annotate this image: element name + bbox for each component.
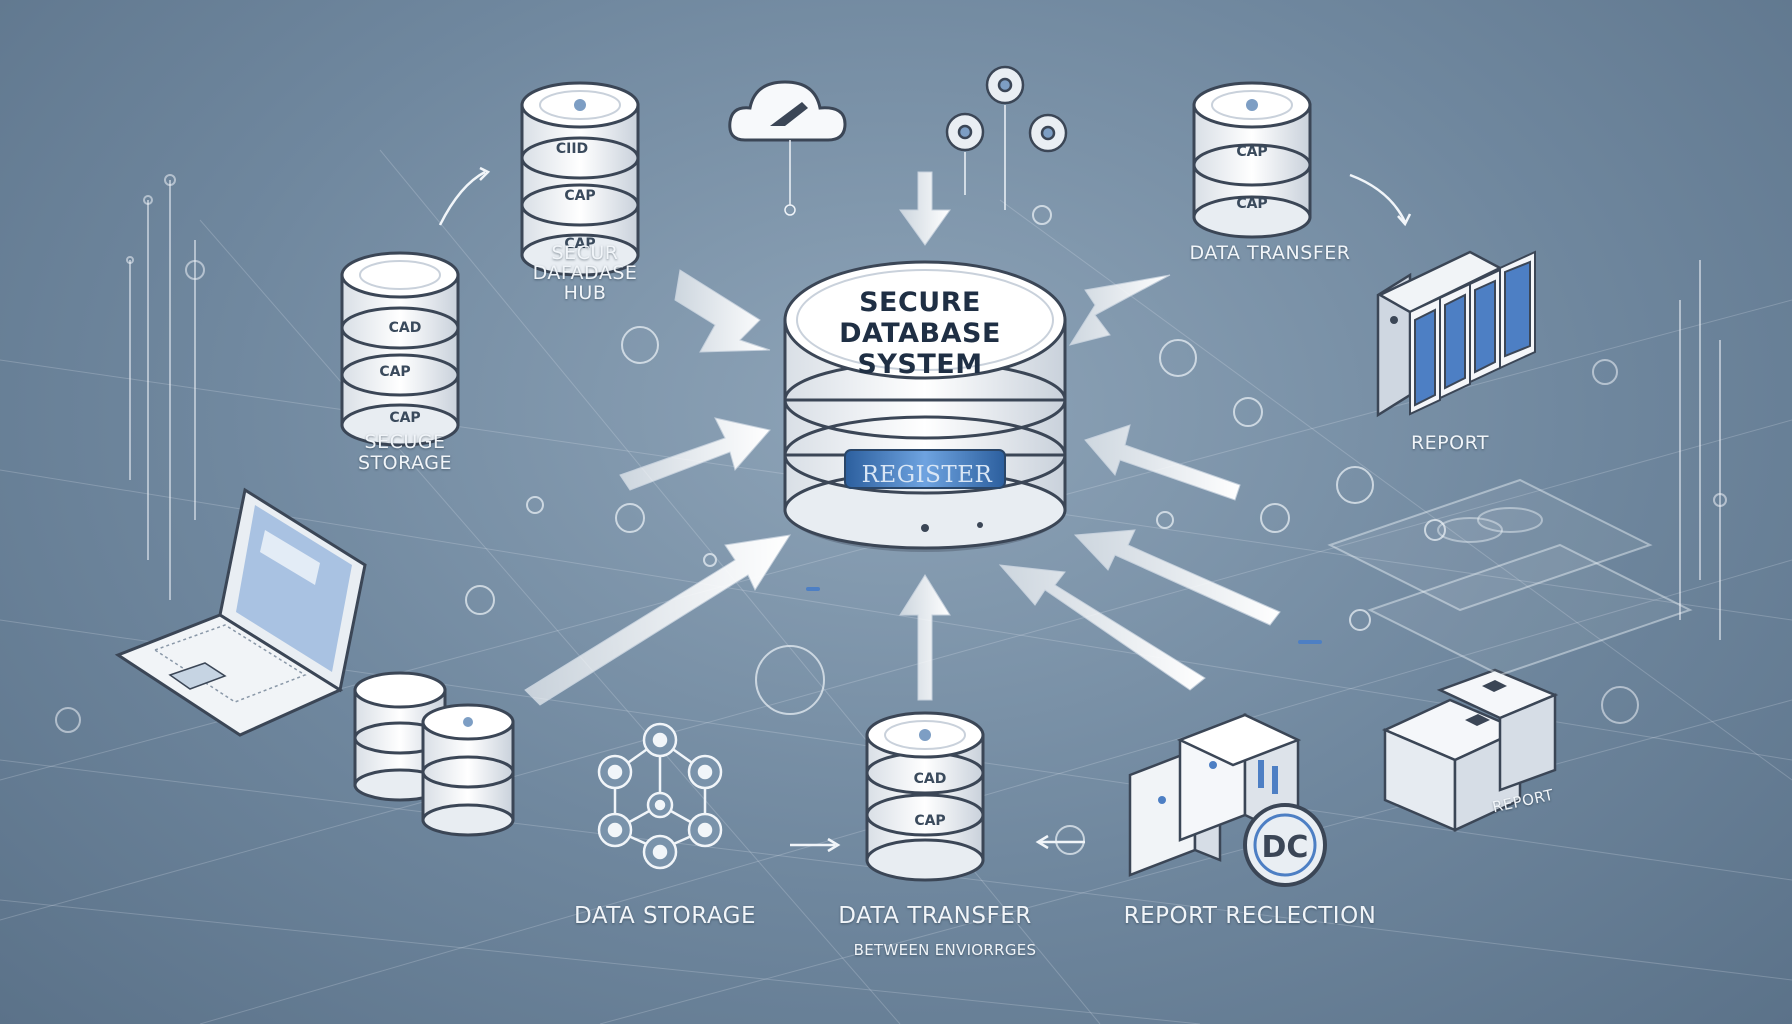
arrow-from-transfer-bottom xyxy=(899,574,951,701)
label-secure-hub: SECUR DAFADASE HUB xyxy=(532,242,638,304)
cylinder-top-left[interactable]: CIID CAP CAP xyxy=(520,81,640,277)
label-report-reflection: REPORT RECLECTION xyxy=(1123,903,1377,929)
decorative-nodes xyxy=(465,205,1446,855)
svg-text:CAP: CAP xyxy=(389,410,420,426)
svg-text:CAP: CAP xyxy=(1236,144,1267,160)
cylinder-pair-bottom-left[interactable] xyxy=(353,671,515,837)
cylinder-bottom-center[interactable]: CAD CAP xyxy=(865,711,985,882)
arrow-from-transfer-top xyxy=(1068,274,1171,346)
register-band xyxy=(844,449,1006,489)
central-database-title: SECURE DATABASE SYSTEM xyxy=(839,287,1001,380)
gear-icon xyxy=(945,65,1068,210)
accent-dashes xyxy=(806,587,1322,644)
central-database[interactable] xyxy=(783,260,1067,552)
cloud-icon xyxy=(728,80,847,216)
label-data-transfer-top: DATA TRANSFER xyxy=(1189,242,1351,264)
network-icon xyxy=(597,722,723,870)
label-data-storage: DATA STORAGE xyxy=(573,903,757,929)
arrow-from-laptop xyxy=(524,534,792,706)
cylinder-left[interactable]: CAD CAP CAP xyxy=(340,251,460,447)
decorative-panels xyxy=(1327,478,1693,677)
server-rack-icon[interactable] xyxy=(1376,250,1536,418)
arrow-from-report-reflection xyxy=(998,564,1206,691)
label-secure-storage: SECUGE STORAGE xyxy=(358,431,452,474)
cylinder-top-right[interactable]: CAP CAP xyxy=(1192,81,1312,239)
curved-arrows xyxy=(438,166,1412,853)
svg-text:DC: DC xyxy=(1262,830,1309,865)
arrow-from-network xyxy=(899,171,951,246)
circuit-lines-right xyxy=(1592,260,1727,724)
svg-text:CAP: CAP xyxy=(379,364,410,380)
svg-text:CAP: CAP xyxy=(1236,196,1267,212)
svg-text:CIID: CIID xyxy=(556,141,588,157)
label-between-environments: BETWEEN ENVIORRGES xyxy=(853,941,1037,959)
svg-text:CAP: CAP xyxy=(564,236,595,252)
circuit-lines-left xyxy=(55,174,205,733)
arrow-from-storage xyxy=(619,417,771,491)
svg-text:CAP: CAP xyxy=(914,813,945,829)
laptop-icon[interactable] xyxy=(114,487,367,737)
label-data-transfer-bottom: DATA TRANSFER xyxy=(838,903,1032,929)
arrow-from-document-stack xyxy=(1073,529,1281,626)
label-report-right: REPORT xyxy=(1410,432,1490,454)
svg-text:CAD: CAD xyxy=(389,320,422,336)
flow-arrows xyxy=(524,171,1281,706)
badge-icon[interactable]: DC xyxy=(1243,803,1327,887)
svg-text:CAD: CAD xyxy=(914,771,947,787)
svg-text:CAP: CAP xyxy=(564,188,595,204)
register-tag: REGISTER xyxy=(861,462,993,488)
arrow-from-report xyxy=(1084,424,1241,501)
arrow-from-hub xyxy=(674,269,771,353)
document-stack-icon[interactable] xyxy=(1381,668,1559,832)
